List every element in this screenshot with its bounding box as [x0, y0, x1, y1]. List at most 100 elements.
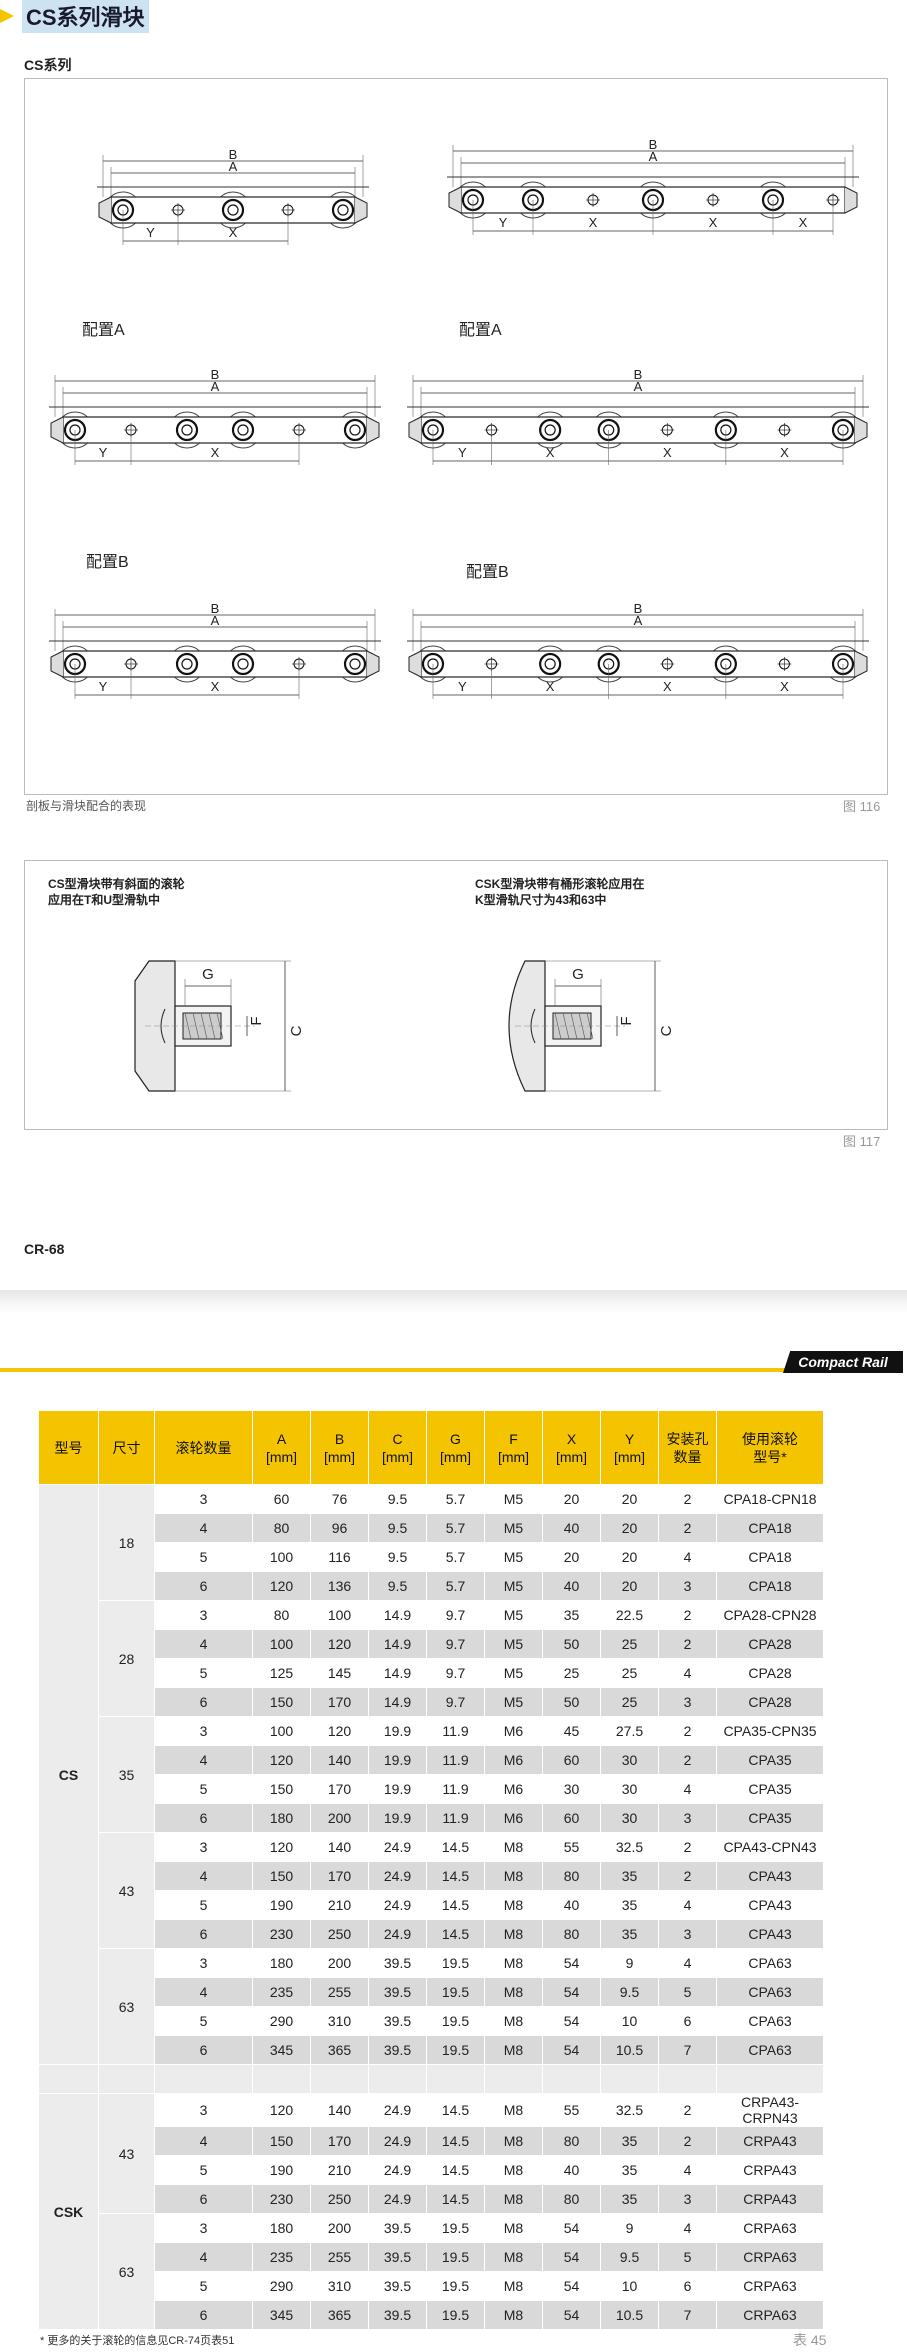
- table-cell: 20: [600, 1571, 659, 1601]
- roller-bolt-inner: [237, 424, 249, 436]
- table-cell: CPA18: [716, 1542, 824, 1572]
- dimension-label-a: A: [634, 613, 643, 628]
- table-cell: 14.5: [426, 2126, 485, 2156]
- table-cell: 14.5: [426, 1832, 485, 1862]
- table-cell: 20: [600, 1513, 659, 1543]
- table-cell: 14.9: [368, 1658, 427, 1688]
- table-cell: 40: [542, 1890, 601, 1920]
- table-cell: 3: [154, 1832, 253, 1862]
- table-cell: 120: [310, 1629, 369, 1659]
- figure-number: 图 116: [843, 799, 881, 814]
- table-cell: 255: [310, 2242, 369, 2272]
- table-cell: 100: [310, 1600, 369, 1630]
- table-cell: 60: [252, 1484, 311, 1514]
- table-cell: M5: [484, 1687, 543, 1717]
- size-cell: 35: [98, 1716, 155, 1833]
- note-line: CS型滑块带有斜面的滚轮: [48, 877, 185, 891]
- end-wiper: [50, 650, 64, 678]
- roller-bolt-inner: [349, 658, 361, 670]
- table-cell: CRPA63: [716, 2271, 824, 2301]
- dimension-label-x: X: [799, 215, 808, 230]
- roller-bolt-icon: [175, 652, 199, 676]
- table-cell: 7: [658, 2035, 717, 2065]
- table-cell: M8: [484, 1977, 543, 2007]
- table-cell: 54: [542, 2271, 601, 2301]
- column-header: X [mm]: [542, 1410, 601, 1485]
- roller-bolt-inner: [337, 204, 349, 216]
- hatch-line: [554, 1012, 562, 1040]
- table-number: 表 45: [793, 2332, 827, 2348]
- table-cell: 6: [154, 2035, 253, 2065]
- table-cell: M5: [484, 1658, 543, 1688]
- note-line: 应用在T和U型滑轨中: [48, 893, 160, 907]
- table-cell: 9.5: [600, 2242, 659, 2272]
- table-cell: M8: [484, 1861, 543, 1891]
- roller-bolt-icon: [221, 198, 245, 222]
- column-header: 型号: [38, 1410, 99, 1485]
- table-cell: 4: [154, 1513, 253, 1543]
- page-code: CR-68: [24, 1241, 65, 1257]
- table-cell: 180: [252, 1948, 311, 1978]
- size-cell: 63: [98, 1948, 155, 2065]
- table-cell: 180: [252, 2213, 311, 2243]
- column-header: F [mm]: [484, 1410, 543, 1485]
- table-cell: M8: [484, 2035, 543, 2065]
- table-cell: 5.7: [426, 1542, 485, 1572]
- table-cell: 230: [252, 1919, 311, 1949]
- table-cell: 230: [252, 2184, 311, 2214]
- table-cell: M8: [484, 1919, 543, 1949]
- table-cell: 9.5: [368, 1542, 427, 1572]
- table-cell: 2: [658, 2093, 717, 2127]
- table-cell: M8: [484, 2271, 543, 2301]
- table-cell: 2: [658, 1629, 717, 1659]
- table-cell: 9: [600, 1948, 659, 1978]
- table-cell: M6: [484, 1803, 543, 1833]
- slider-plate: [62, 416, 368, 444]
- dimension-label-x: X: [780, 445, 789, 460]
- table-cell: 10: [600, 2271, 659, 2301]
- table-cell: 55: [542, 2093, 601, 2127]
- end-wiper: [448, 186, 462, 214]
- dimension-label-g: G: [202, 966, 214, 983]
- table-cell: 14.5: [426, 1890, 485, 1920]
- dimension-label-x: X: [663, 679, 672, 694]
- table-cell: 4: [154, 2126, 253, 2156]
- table-cell: 24.9: [368, 2184, 427, 2214]
- table-cell: 2: [658, 1716, 717, 1746]
- roller-bolt-icon: [343, 418, 367, 442]
- table-cell: 6: [154, 1803, 253, 1833]
- table-cell: 170: [310, 1774, 369, 1804]
- table-cell: 150: [252, 1687, 311, 1717]
- dimension-label-c: C: [658, 1025, 675, 1036]
- table-cell: 14.9: [368, 1600, 427, 1630]
- table-cell: 140: [310, 1745, 369, 1775]
- end-wiper: [50, 416, 64, 444]
- table-cell: 345: [252, 2035, 311, 2065]
- table-cell: CPA35: [716, 1803, 824, 1833]
- table-cell: 120: [252, 1745, 311, 1775]
- dimension-label-x: X: [546, 445, 555, 460]
- table-cell: 55: [542, 1832, 601, 1862]
- table-cell: 80: [542, 1919, 601, 1949]
- table-cell: 14.5: [426, 1861, 485, 1891]
- dimension-label-y: Y: [499, 215, 508, 230]
- table-cell: 32.5: [600, 2093, 659, 2127]
- table-cell: 9.7: [426, 1629, 485, 1659]
- end-wiper: [408, 650, 422, 678]
- table-cell: 54: [542, 2035, 601, 2065]
- table-cell: 3: [658, 1803, 717, 1833]
- table-cell: 10.5: [600, 2035, 659, 2065]
- table-cell: 80: [542, 2184, 601, 2214]
